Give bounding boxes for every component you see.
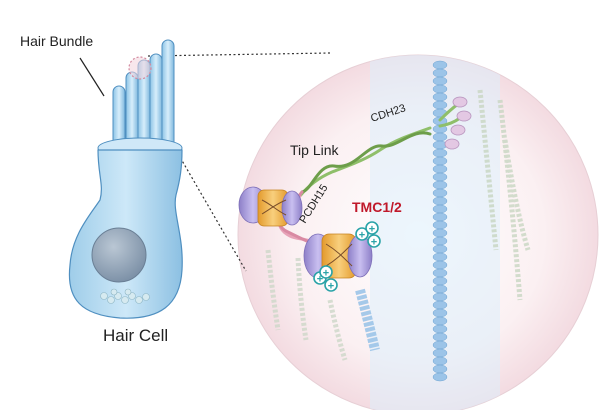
cdh23-anchor (444, 96, 472, 150)
svg-text:+: + (359, 230, 365, 242)
cation-group: + + + + + + (313, 221, 381, 293)
zoom-marker (128, 56, 152, 80)
hair-bundle-pointer (79, 57, 105, 97)
stereocilium (149, 53, 163, 151)
vesicles (100, 288, 150, 304)
cation-ion: + (319, 265, 333, 280)
svg-text:+: + (328, 281, 334, 293)
svg-text:+: + (369, 224, 375, 236)
hair-bundle-label: Hair Bundle (20, 33, 93, 49)
svg-text:+: + (317, 274, 323, 286)
hair-cell (68, 39, 183, 319)
tmc-label: TMC1/2 (352, 199, 402, 215)
hair-cell-label: Hair Cell (103, 326, 168, 345)
cation-ion: + (355, 227, 369, 242)
zoom-inset: + + + + + + CDH23 T (237, 54, 599, 410)
nucleus (91, 227, 147, 283)
svg-text:+: + (371, 237, 377, 249)
cation-ion: + (365, 221, 379, 236)
tip-link-label: Tip Link (290, 142, 340, 158)
svg-text:+: + (323, 268, 329, 280)
stereocilium (161, 39, 175, 151)
actin-filament (432, 60, 448, 382)
cation-ion: + (367, 234, 381, 249)
cation-ion: + (324, 278, 338, 293)
left-channel (238, 186, 303, 227)
